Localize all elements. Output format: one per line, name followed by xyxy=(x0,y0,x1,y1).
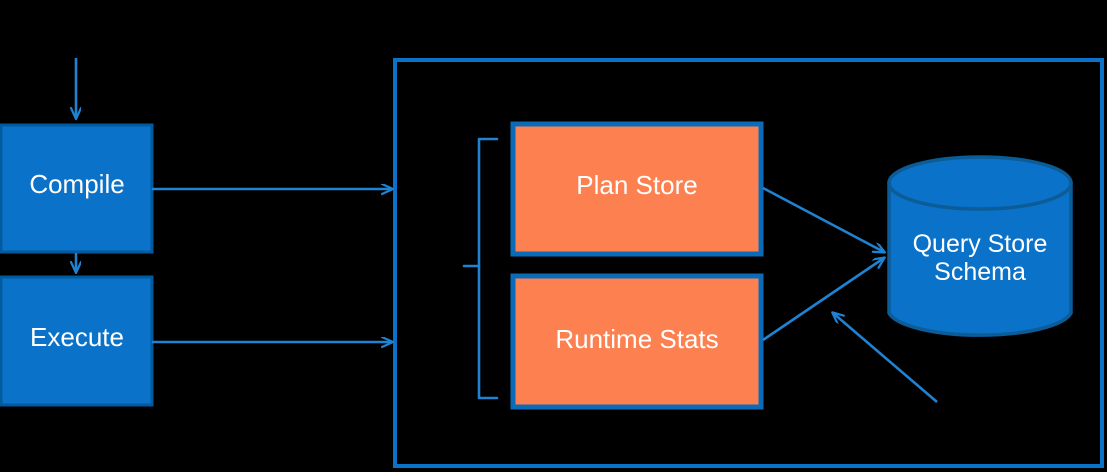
grouping-bracket xyxy=(477,137,499,400)
runtime-stats-to-schema-arrow xyxy=(762,258,884,342)
plan-store-to-schema-arrow xyxy=(762,186,884,252)
cylinder-body xyxy=(887,181,1073,337)
cylinder-top xyxy=(887,155,1073,211)
query-store-schema-cylinder[interactable] xyxy=(887,155,1073,337)
execute-box[interactable] xyxy=(0,275,154,407)
external-to-schema-arrow xyxy=(833,313,938,403)
query-store-container xyxy=(393,58,1104,468)
compile-box[interactable] xyxy=(0,123,154,254)
runtime-stats-box[interactable] xyxy=(510,273,764,410)
plan-store-box[interactable] xyxy=(510,121,764,257)
